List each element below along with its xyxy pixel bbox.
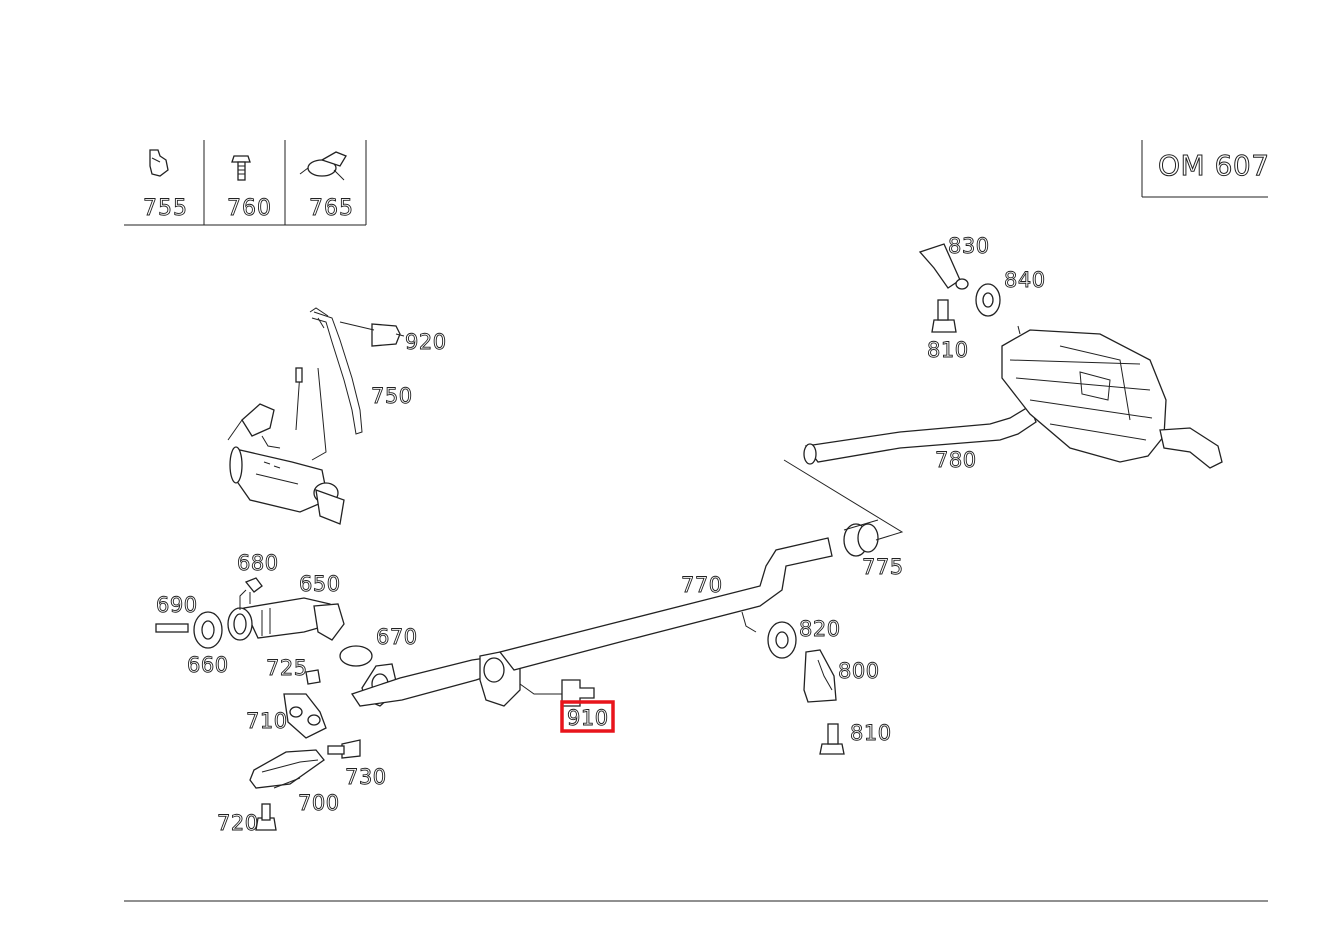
callout-770[interactable]: 770	[681, 573, 723, 598]
callout-700[interactable]: 700	[298, 791, 340, 816]
middle-pipe	[350, 537, 833, 707]
callout-690[interactable]: 690	[156, 593, 198, 618]
top-hanger-assembly	[918, 243, 1001, 333]
front-pipe-assembly	[155, 577, 373, 667]
callout-775[interactable]: 775	[862, 555, 904, 580]
callout-680[interactable]: 680	[237, 551, 279, 576]
header-part-number-765[interactable]: 765	[309, 196, 354, 222]
particulate-filter-assembly	[227, 307, 363, 525]
callout-750[interactable]: 750	[371, 384, 413, 409]
rear-hanger-assembly	[767, 621, 845, 755]
callout-725[interactable]: 725	[266, 656, 308, 681]
callout-820[interactable]: 820	[799, 617, 841, 642]
connector-920	[339, 321, 405, 347]
highlight-box-910	[560, 700, 615, 733]
callout-650[interactable]: 650	[299, 572, 341, 597]
callout-710[interactable]: 710	[246, 709, 288, 734]
callout-810-top[interactable]: 810	[927, 338, 969, 363]
engine-box: OM 607	[1141, 140, 1270, 198]
callout-670[interactable]: 670	[376, 625, 418, 650]
callout-730[interactable]: 730	[345, 765, 387, 790]
clip-icon	[149, 149, 169, 177]
screw-icon	[231, 155, 251, 181]
callout-840[interactable]: 840	[1004, 268, 1046, 293]
sensor-clamp-icon	[299, 151, 347, 181]
engine-label: OM 607	[1158, 149, 1270, 182]
callout-780[interactable]: 780	[935, 448, 977, 473]
header-parts-table: 755 760 765	[124, 140, 367, 226]
callout-910[interactable]: 910	[567, 706, 609, 731]
header-part-number-755[interactable]: 755	[143, 196, 188, 222]
callout-720[interactable]: 720	[217, 811, 259, 836]
callout-920[interactable]: 920	[405, 330, 447, 355]
callout-660[interactable]: 660	[187, 653, 229, 678]
header-part-number-760[interactable]: 760	[227, 196, 272, 222]
callout-800[interactable]: 800	[838, 659, 880, 684]
callout-810-bottom[interactable]: 810	[850, 721, 892, 746]
callout-labels: 920 750 830 840 810 780 680 650 690 660 …	[156, 234, 1046, 836]
rear-muffler-assembly	[803, 325, 1223, 469]
clamp-775	[783, 459, 904, 557]
callout-830[interactable]: 830	[948, 234, 990, 259]
connector-910	[519, 679, 595, 707]
